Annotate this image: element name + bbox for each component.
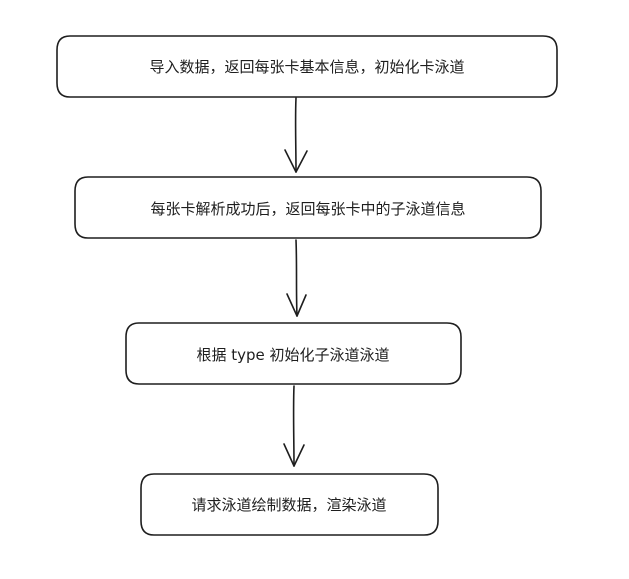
flow-arrow-3-to-4 — [283, 385, 305, 467]
arrow-head-icon — [284, 149, 308, 173]
flow-node-parse-card: 每张卡解析成功后，返回每张卡中的子泳道信息 — [74, 176, 542, 239]
arrow-head-icon — [283, 443, 305, 467]
flow-arrow-2-to-3 — [286, 239, 307, 317]
arrow-head-icon — [286, 293, 307, 317]
flow-node-label: 每张卡解析成功后，返回每张卡中的子泳道信息 — [150, 200, 465, 218]
flow-node-label: 请求泳道绘制数据，渲染泳道 — [191, 496, 386, 514]
arrow-shaft — [295, 239, 298, 317]
flow-node-render-lane: 请求泳道绘制数据，渲染泳道 — [140, 473, 439, 536]
flow-node-box — [74, 176, 542, 239]
flow-arrow-1-to-2 — [284, 97, 308, 173]
flow-node-init-sub-lane: 根据 type 初始化子泳道泳道 — [125, 322, 462, 385]
flow-node-box — [140, 473, 439, 536]
flow-node-import-data: 导入数据，返回每张卡基本信息，初始化卡泳道 — [56, 35, 558, 98]
flow-node-box — [125, 322, 462, 385]
flow-node-label: 根据 type 初始化子泳道泳道 — [196, 346, 389, 364]
flow-node-label: 导入数据，返回每张卡基本信息，初始化卡泳道 — [149, 58, 464, 76]
flow-node-box — [56, 35, 558, 98]
